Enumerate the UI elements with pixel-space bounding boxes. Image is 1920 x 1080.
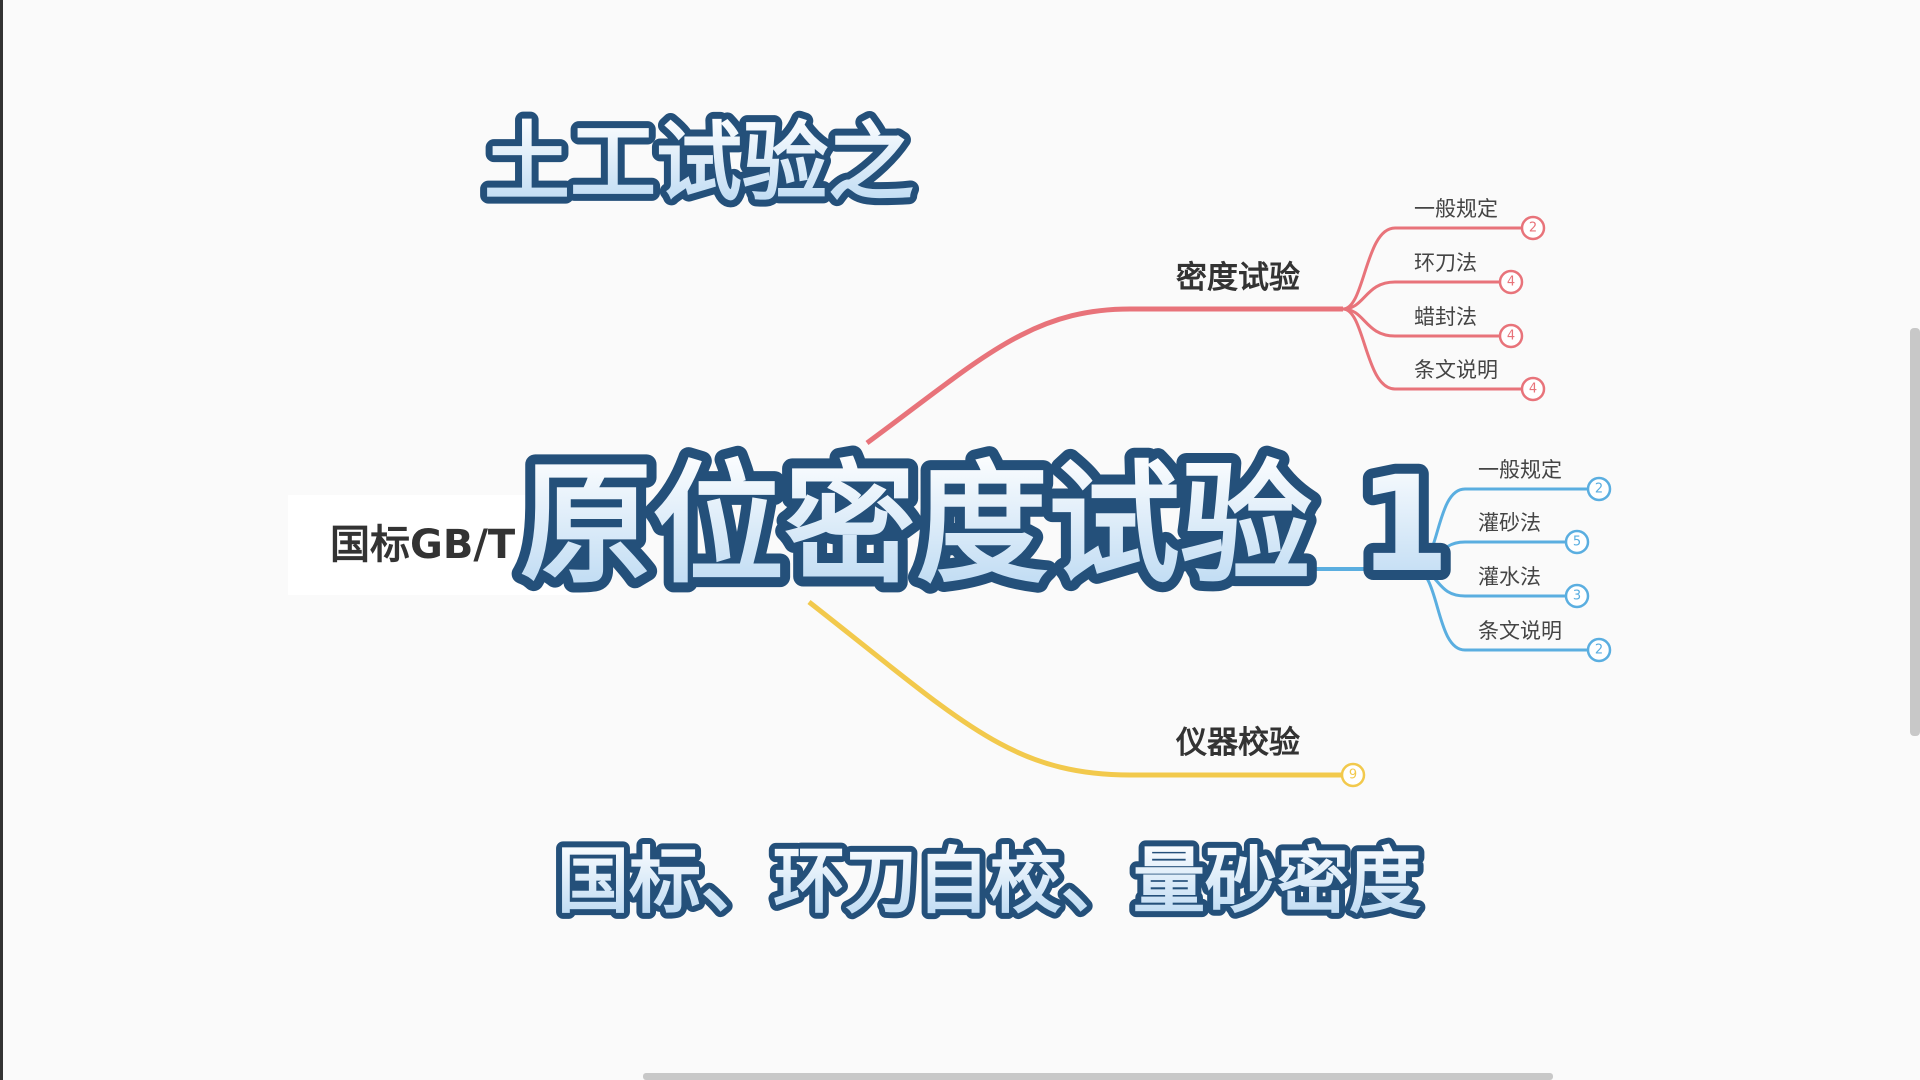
- root-node-box[interactable]: [288, 495, 588, 595]
- badge-count: 5: [1573, 535, 1581, 550]
- child-general[interactable]: 一般规定: [1414, 197, 1498, 221]
- window-left-edge: [0, 0, 3, 1080]
- badge-count: 2: [1595, 643, 1603, 658]
- branch-node-density-test[interactable]: 密度试验: [1176, 260, 1300, 296]
- branch-line: [807, 600, 1342, 778]
- caption-top: 土工试验之: [484, 113, 914, 213]
- badge-count: 2: [1529, 221, 1537, 236]
- child-lines: [1413, 487, 1588, 652]
- child-sand-cone[interactable]: 灌砂法: [1478, 511, 1541, 535]
- collapse-badge[interactable]: [1340, 762, 1366, 788]
- child-ring-knife[interactable]: 环刀法: [1414, 251, 1477, 275]
- collapse-badge[interactable]: [1586, 476, 1612, 502]
- child-water-replacement[interactable]: 灌水法: [1478, 565, 1541, 589]
- collapse-badge[interactable]: [1564, 583, 1590, 609]
- badge-count: 2: [1595, 482, 1603, 497]
- vertical-scrollbar[interactable]: [1910, 328, 1920, 736]
- video-title: 原位密度试验 1: [520, 448, 1450, 602]
- branch-in-situ: 一般规定 灌砂法 灌水法 条文说明 2 5 3 2: [1300, 458, 1612, 663]
- badge-count: 4: [1507, 329, 1515, 344]
- collapse-badge[interactable]: [1498, 269, 1524, 295]
- badge-count: 3: [1573, 589, 1581, 604]
- horizontal-scrollbar[interactable]: [643, 1073, 1553, 1080]
- root-node[interactable]: 国标GB/T: [330, 522, 516, 568]
- child-notes[interactable]: 条文说明: [1414, 358, 1498, 382]
- child-wax-seal[interactable]: 蜡封法: [1414, 305, 1477, 329]
- collapse-badge[interactable]: [1564, 529, 1590, 555]
- badge-count: 4: [1529, 382, 1537, 397]
- badge-count: 4: [1507, 275, 1515, 290]
- branch-instrument-calibration: 仪器校验 9: [807, 600, 1366, 788]
- branch-density-test: 密度试验 一般规定 环刀法 蜡封法 条文说明 2 4 4 4: [865, 197, 1546, 446]
- caption-bottom: 国标、环刀自校、量砂密度: [557, 839, 1421, 923]
- child-notes[interactable]: 条文说明: [1478, 619, 1562, 643]
- badge-count: 9: [1349, 768, 1357, 783]
- collapse-badge[interactable]: [1520, 215, 1546, 241]
- collapse-badge[interactable]: [1520, 376, 1546, 402]
- child-lines: [1342, 226, 1522, 391]
- branch-line: [865, 306, 1343, 446]
- collapse-badge[interactable]: [1586, 637, 1612, 663]
- collapse-badge[interactable]: [1498, 323, 1524, 349]
- branch-node-instrument-calibration[interactable]: 仪器校验: [1175, 725, 1300, 761]
- child-general[interactable]: 一般规定: [1478, 458, 1562, 482]
